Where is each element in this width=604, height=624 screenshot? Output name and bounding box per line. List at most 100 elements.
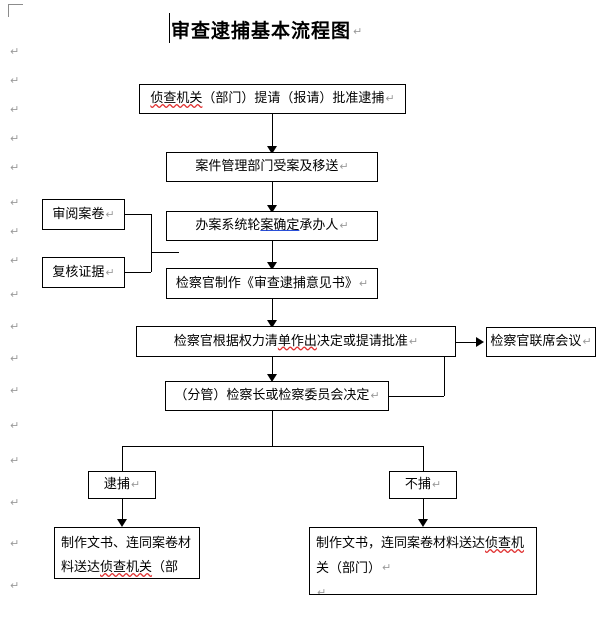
arrowhead-down [267,374,277,382]
pilcrow: ↵ [382,561,392,574]
connector-n2-n3 [272,182,273,209]
flow-node-verify-evidence[interactable]: 复核证据↵ [42,257,125,288]
node-text-seg-grammar: 案确定 [260,218,300,233]
flow-node-output-arrest-docs[interactable]: 制作文书、连同案卷材 料送达侦查机关（部 [54,527,200,579]
pilcrow: ↵ [105,207,115,221]
arrowhead-down [267,262,277,270]
flow-node-review-case-file[interactable]: 审阅案卷↵ [42,199,125,230]
arrowhead-down [267,320,277,328]
node-text: 审阅案卷 [52,206,105,222]
margin-pilcrow: ↵ [10,419,20,432]
arrowhead-down [117,519,127,527]
connector-side-bracket-vertical [151,214,152,272]
margin-pilcrow: ↵ [10,288,20,301]
margin-pilcrow: ↵ [10,132,20,145]
pilcrow: ↵ [385,92,395,105]
connector-arrest-to-output [122,499,123,523]
flow-node-request-arrest[interactable]: 侦查机关（部门）提请（报请）批准逮捕↵ [139,84,406,114]
margin-corner-mark [8,4,23,17]
pilcrow: ↵ [431,478,442,491]
margin-pilcrow: ↵ [10,196,20,209]
node-text-seg: 料送达 [61,560,101,575]
pilcrow: ↵ [408,334,419,348]
connector-branch-splitter [122,446,423,447]
pilcrow: ↵ [339,219,349,232]
flow-node-prosecutor-opinion-doc[interactable]: 检察官制作《审查逮捕意见书》↵ [166,268,378,299]
page-title: 审查逮捕基本流程图↵ [171,16,363,43]
pilcrow: ↵ [358,276,369,290]
arrowhead-down [267,146,277,154]
node-text-seg: 制作文书、连同案卷材 [61,536,192,551]
margin-pilcrow: ↵ [10,537,20,550]
node-text-line: 关（部门）↵ [316,556,530,581]
margin-pilcrow: ↵ [10,225,20,238]
node-text-seg: 决定或提请批准 [316,333,408,349]
flow-node-no-arrest[interactable]: 不捕↵ [389,471,457,499]
flow-node-arrest[interactable]: 逮捕↵ [88,471,156,499]
node-text-seg: （部 [152,560,179,575]
margin-pilcrow: ↵ [10,161,20,174]
text-cursor [169,13,170,43]
node-text-seg: 承办人 [299,218,339,233]
connector-branch-right-down [423,446,424,471]
arrowhead-down [267,205,277,213]
pilcrow: ↵ [370,389,380,402]
margin-pilcrow: ↵ [10,384,20,397]
node-text: 检察官根据权力清单作出决定或提请批准 [174,331,408,353]
connector-side-to-main [151,252,179,253]
node-text-seg-spellcheck: 侦查机关 [150,91,203,106]
margin-pilcrow: ↵ [10,103,20,116]
connector-n4-n5 [272,299,273,324]
node-text: 检察官联席会议 [490,334,582,349]
margin-pilcrow: ↵ [10,45,20,58]
margin-pilcrow: ↵ [10,579,20,592]
node-text-line: 制作文书、连同案卷材 [61,532,193,556]
pilcrow: ↵ [353,25,364,38]
margin-pilcrow: ↵ [10,254,20,267]
margin-pilcrow: ↵ [10,74,20,87]
node-text: 不捕 [404,477,431,492]
node-text: （分管）检察长或检察委员会决定 [174,388,370,403]
connector-meeting-down [444,357,445,396]
pilcrow: ↵ [317,586,327,595]
node-text-seg: （部门）提请（报请）批准逮捕 [202,91,385,106]
node-text-seg-spellcheck: 侦查机关 [100,560,153,575]
connector-meeting-to-n6 [389,396,444,397]
node-text-seg: 办案系统轮 [195,218,261,233]
flow-node-assign-handler[interactable]: 办案系统轮案确定承办人↵ [166,211,378,241]
node-text-seg: 制作文书，连同案卷材料送达 [316,536,486,551]
arrowhead-down [418,519,428,527]
flow-node-case-management-accept[interactable]: 案件管理部门受案及移送↵ [166,152,378,182]
node-text: 办案系统轮案确定承办人 [195,215,338,237]
node-text-line: 制作文书，连同案卷材料送达侦查机 [316,532,530,556]
node-text: 侦查机关（部门）提请（报请）批准逮捕 [150,88,384,110]
node-text: 逮捕 [103,477,130,492]
connector-side1-bracket [125,214,151,215]
arrowhead-right [476,337,484,347]
connector-n3-n4 [272,241,273,266]
page-title-text: 审查逮捕基本流程图 [171,20,352,42]
pilcrow: ↵ [582,335,592,348]
node-text-seg-spellcheck: 单作出 [277,333,317,349]
pilcrow: ↵ [130,478,141,491]
pilcrow: ↵ [105,265,115,279]
connector-n6-down [272,411,273,446]
margin-pilcrow: ↵ [10,352,20,365]
connector-no-arrest-to-output [423,499,424,523]
flow-node-output-no-arrest-docs[interactable]: 制作文书，连同案卷材料送达侦查机 关（部门）↵ ↵ [309,527,537,595]
flow-node-chief-or-committee-decision[interactable]: （分管）检察长或检察委员会决定↵ [165,381,389,411]
flow-node-decide-or-submit[interactable]: 检察官根据权力清单作出决定或提请批准↵ [136,326,456,357]
connector-n1-n2 [272,114,273,150]
node-text-seg-spellcheck: 侦查机 [485,536,525,551]
node-text-line: ↵ [316,581,530,595]
connector-branch-left-down [122,446,123,471]
node-text: 案件管理部门受案及移送 [195,159,339,174]
node-text: 检察官制作《审查逮捕意见书》 [175,275,358,291]
connector-n5-to-meeting [456,342,477,343]
node-text: 复核证据 [52,264,105,280]
flow-node-prosecutor-joint-meeting[interactable]: 检察官联席会议↵ [486,327,596,357]
node-text-line: 料送达侦查机关（部 [61,556,193,578]
connector-side2-bracket [125,272,151,273]
margin-pilcrow: ↵ [10,454,20,467]
